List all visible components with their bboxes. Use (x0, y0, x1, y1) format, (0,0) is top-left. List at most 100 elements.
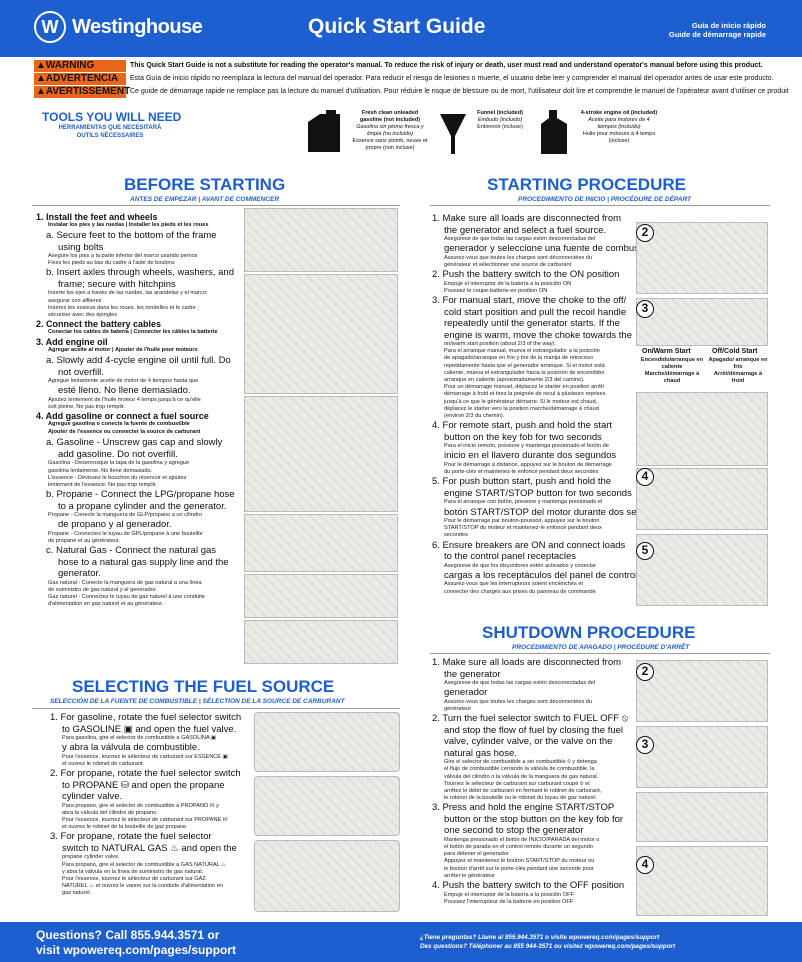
tool-funnel-es: Embudo (incluido) (477, 117, 523, 123)
step-translation: Assurez-vous que toutes les charges sont… (444, 254, 593, 261)
step-text: switch to NATURAL GAS ♨ and open the (62, 842, 237, 854)
step-text: generador (444, 687, 488, 699)
step-translation: Ajoutez lentement de l'huile moteur 4 te… (48, 396, 201, 403)
step-translation: Propane - Conecte la manguera de GLP/pro… (48, 512, 202, 519)
divider (32, 708, 400, 709)
step-text: esté lleno. No llene demasiado. (58, 385, 191, 397)
step-translation: L'essence - Dévissez le bouchon du réser… (48, 474, 187, 481)
tool-oil-fr: Huile pour moteurs à 4 temps (incluse) (582, 131, 656, 144)
divider (430, 653, 770, 654)
step-translation: Agregue gasolina o conecte la fuente de … (48, 421, 190, 428)
step-badge: 2 (636, 663, 654, 681)
step-text: cold start position and pull the recoil … (444, 306, 627, 318)
gas-can-icon (308, 110, 340, 152)
step-translation: arrêter le générateur (444, 872, 495, 879)
fuel-source-title: SELECTING THE FUEL SOURCE (72, 677, 335, 696)
step-translation: Pour l'essence, tournez le sélecteur de … (62, 817, 228, 823)
step-text: 2. Connect the battery cables (36, 319, 162, 330)
step-translation: Para el arranque manual, mueva el estran… (444, 348, 600, 355)
step-text: hose to a natural gas supply line and th… (58, 556, 229, 568)
step-text: 2. Turn the fuel selector switch to FUEL… (432, 713, 628, 725)
step-translation: Pour l'essence, tournez le sélecteur de … (62, 876, 206, 882)
step-text: 2. For propane, rotate the fuel selector… (50, 768, 241, 780)
step-translation: Para el arranque con botón, presione y m… (444, 499, 603, 506)
step-text: generator. (58, 568, 101, 580)
step-translation: Appuyez et maintenez le bouton START/STO… (444, 858, 595, 865)
step-translation: Gaz naturel - Connectez le tuyau de gaz … (48, 594, 206, 601)
step-text: engine is warm, move the choke towards t… (444, 329, 632, 341)
before-starting-title: BEFORE STARTING (124, 175, 286, 194)
fuel-selector-gasoline-image (254, 712, 400, 772)
natural-gas-hose-image (244, 620, 398, 664)
before-starting-subtitle: ANTES DE EMPEZAR | AVANT DE COMMENCER (130, 196, 280, 203)
step-translation: abra la válvula del cilindro de propano. (62, 809, 158, 816)
step-text: a. Slowly add 4-cycle engine oil until f… (46, 355, 231, 367)
step-translation: gaz naturel. (62, 890, 92, 897)
step-translation: NATUREL ♨ et ouvrez le vanne sur la cond… (62, 883, 223, 890)
step-text: a. Secure feet to the bottom of the fram… (46, 230, 217, 241)
tools-subtitle: HERRAMIENTAS QUE NECESITARÁ OUTILS NÉCES… (50, 124, 170, 140)
fuel-selector-natural-gas-image (254, 840, 400, 912)
step-text: to a propane cylinder and the generator. (58, 500, 227, 512)
tools-sub-es: HERRAMIENTAS QUE NECESITARÁ (58, 125, 162, 131)
fuel-source-subtitle: SELECCIÓN DE LA FUENTE DE COMBUSTIBLE | … (50, 698, 345, 705)
step-translation: de propane et au générateur. (48, 538, 121, 544)
step-translation: Assurez-vous que toutes les charges sont… (444, 698, 593, 705)
tool-funnel-fr: Entonnoir (incluse) (477, 124, 523, 130)
step-text: generador y seleccione una fuente de com… (444, 243, 657, 255)
step-text: to the control panel receptacles (444, 551, 577, 563)
step-translation: asegurar con alfileres (48, 297, 102, 304)
step-text: inicio en el llavero durante dos segundo… (444, 450, 617, 462)
step-translation: Poussez l'interrupteur de la batterie en… (444, 898, 574, 905)
footer-contact: Questions? Call 855.944.3571 or visit wp… (36, 928, 236, 958)
footer-phone: Questions? Call 855.944.3571 or (36, 928, 220, 942)
step-translation: START/STOP du moteur et maintenez-le enf… (444, 525, 602, 532)
step-translation: arranque en caliente (aproximadamente 2/… (444, 377, 585, 383)
step-translation: et ouvrez le robinet de carburant. (62, 760, 145, 767)
step-text: b. Insert axles through wheels, washers,… (46, 267, 234, 279)
choke-off-desc: Apagado/ arranque en frío Arrêt/démarrag… (708, 357, 768, 385)
step-translation: Gas natural - Conecte la manguera de gas… (48, 579, 202, 586)
tool-oil: 4-stroke engine oil (included) Aceite pa… (578, 110, 660, 145)
step-text: cylinder valve. (62, 791, 123, 803)
tool-gasoline-name: Fresh clean unleaded gasoline (not inclu… (359, 110, 421, 123)
step-text: c. Natural Gas - Connect the natural gas (46, 545, 217, 557)
feet-install-image (244, 208, 398, 272)
propane-hose-image (244, 574, 398, 618)
shutdown-procedure-title: SHUTDOWN PROCEDURE (482, 623, 696, 642)
step-translation: jusqu'à ce que le générateur démarre. Si… (444, 398, 598, 405)
fuel-off-image (636, 660, 768, 722)
step-text: 1. Install the feet and wheels (36, 212, 158, 222)
avertissement-text: Ce guide de démarrage rapide ne remplace… (130, 88, 789, 95)
step-text: cargas a los receptáculos del panel de c… (444, 569, 638, 581)
step-translation: Tournez le sélecteur de carburant sur ca… (444, 780, 590, 787)
step-text: 4. Add gasoline or connect a fuel source (36, 411, 209, 422)
brand-name: Westinghouse (72, 16, 203, 38)
choke-off-fr: Arrêt/démarrage à froid (713, 371, 763, 384)
step-translation: soit pleine. Ne pas trop remplir. (48, 404, 126, 411)
oil-fill-image (244, 396, 398, 512)
footer-support-link[interactable]: visit wpowereq.com/pages/support (36, 943, 237, 957)
step-translation: Para propano, gire el selector de combus… (62, 802, 219, 809)
step-translation: secondes (444, 532, 468, 539)
step-translation: Asegure los pies a la parte inferior del… (48, 253, 198, 259)
step-text: not overfill. (58, 366, 104, 378)
step-text: de propano y al generador. (58, 519, 172, 531)
panel-image-step2 (636, 222, 768, 294)
step-text: 1. Make sure all loads are disconnected … (432, 213, 622, 224)
step-text: the generator and select a fuel source. (444, 224, 607, 236)
funnel-icon (440, 114, 466, 154)
step-text: 2. Push the battery switch to the ON pos… (432, 269, 620, 281)
start-button-image (636, 534, 768, 606)
step-translation: repetidamente hasta que el generador arr… (444, 362, 605, 369)
step-text: natural gas hose. (444, 747, 517, 759)
step-translation: de apagado/arranque en frío y tire de la… (444, 355, 593, 362)
step-translation: Pour le démarrage par bouton-poussoir, a… (444, 518, 600, 524)
gasoline-fill-image (244, 514, 398, 572)
step-text: 3. Add engine oil (36, 337, 108, 348)
step-text: 1. For gasoline, rotate the fuel selecto… (50, 712, 242, 723)
step-translation: générateur et sélectionner une source de… (444, 261, 572, 268)
step-translation: caliente, mueva el estrangulador hacia l… (444, 369, 605, 376)
step-translation: Agregar aceite al motor | Ajouter de l'h… (48, 347, 198, 354)
step-text: the generator (444, 668, 501, 680)
